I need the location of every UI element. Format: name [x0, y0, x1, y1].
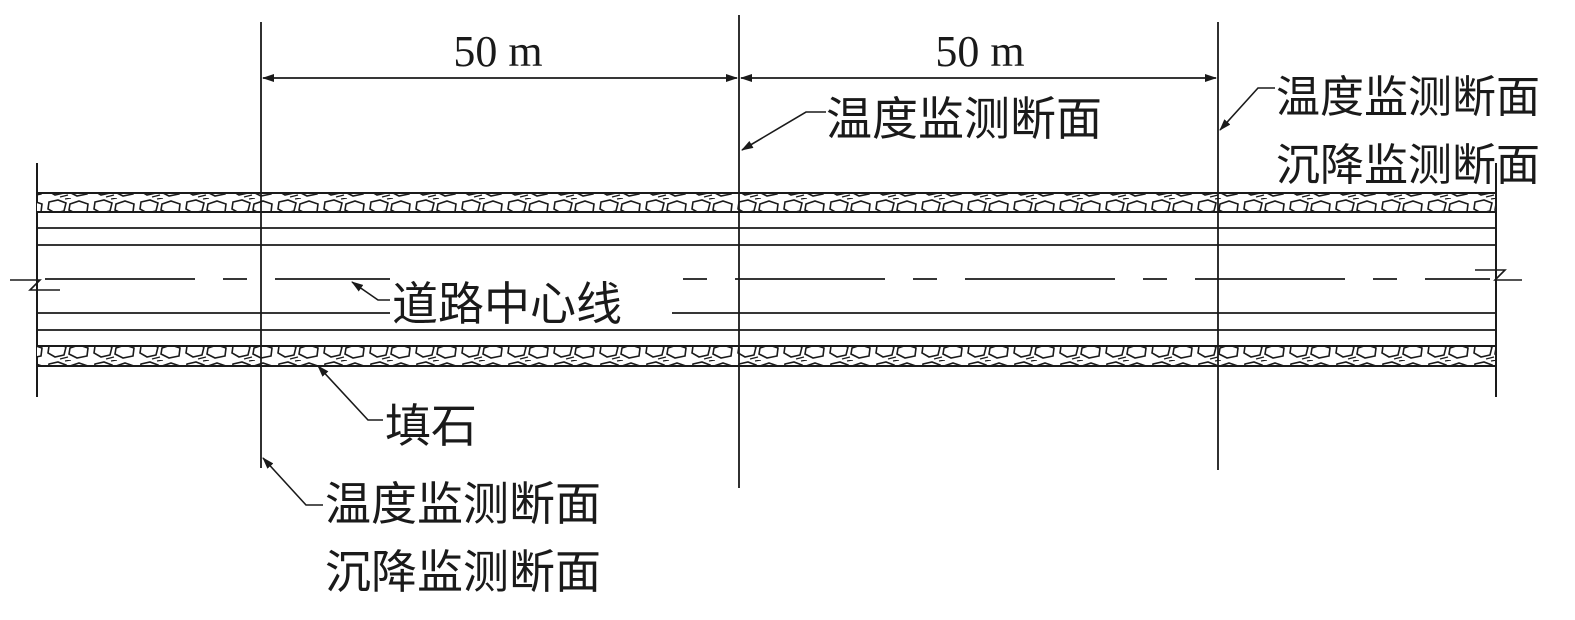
labels: 温度监测断面 温度监测断面 沉降监测断面 道路中心线 填石 温度监测断面 沉降监… — [325, 72, 1540, 599]
dimension-label-1: 50 m — [453, 27, 542, 76]
dimension-label-2: 50 m — [935, 27, 1024, 76]
leader-centerline — [351, 281, 392, 301]
leader-mid-temp — [741, 111, 826, 151]
top-fill-stone-band — [37, 194, 1496, 212]
leader-right-sections — [1219, 87, 1275, 131]
leader-left-sections — [262, 457, 323, 506]
right-break-symbol — [1475, 269, 1522, 281]
dimension-lines: 50 m 50 m — [262, 27, 1217, 82]
bottom-fill-stone-band — [37, 347, 1496, 365]
centerline-label-backdrop — [390, 270, 672, 328]
label-centerline: 道路中心线 — [392, 277, 622, 331]
label-right-settle-section: 沉降监测断面 — [1276, 140, 1540, 191]
label-left-temp-section: 温度监测断面 — [325, 477, 601, 531]
label-mid-temp-section: 温度监测断面 — [826, 92, 1102, 146]
leader-lines — [262, 87, 1275, 506]
label-left-settle-section: 沉降监测断面 — [325, 545, 601, 599]
label-right-temp-section: 温度监测断面 — [1276, 72, 1540, 123]
road-body — [10, 163, 1522, 397]
monitoring-sections — [260, 15, 1219, 488]
label-fill-stone: 填石 — [385, 399, 477, 453]
leader-fill-stone — [317, 365, 383, 421]
left-break-symbol — [10, 279, 60, 291]
